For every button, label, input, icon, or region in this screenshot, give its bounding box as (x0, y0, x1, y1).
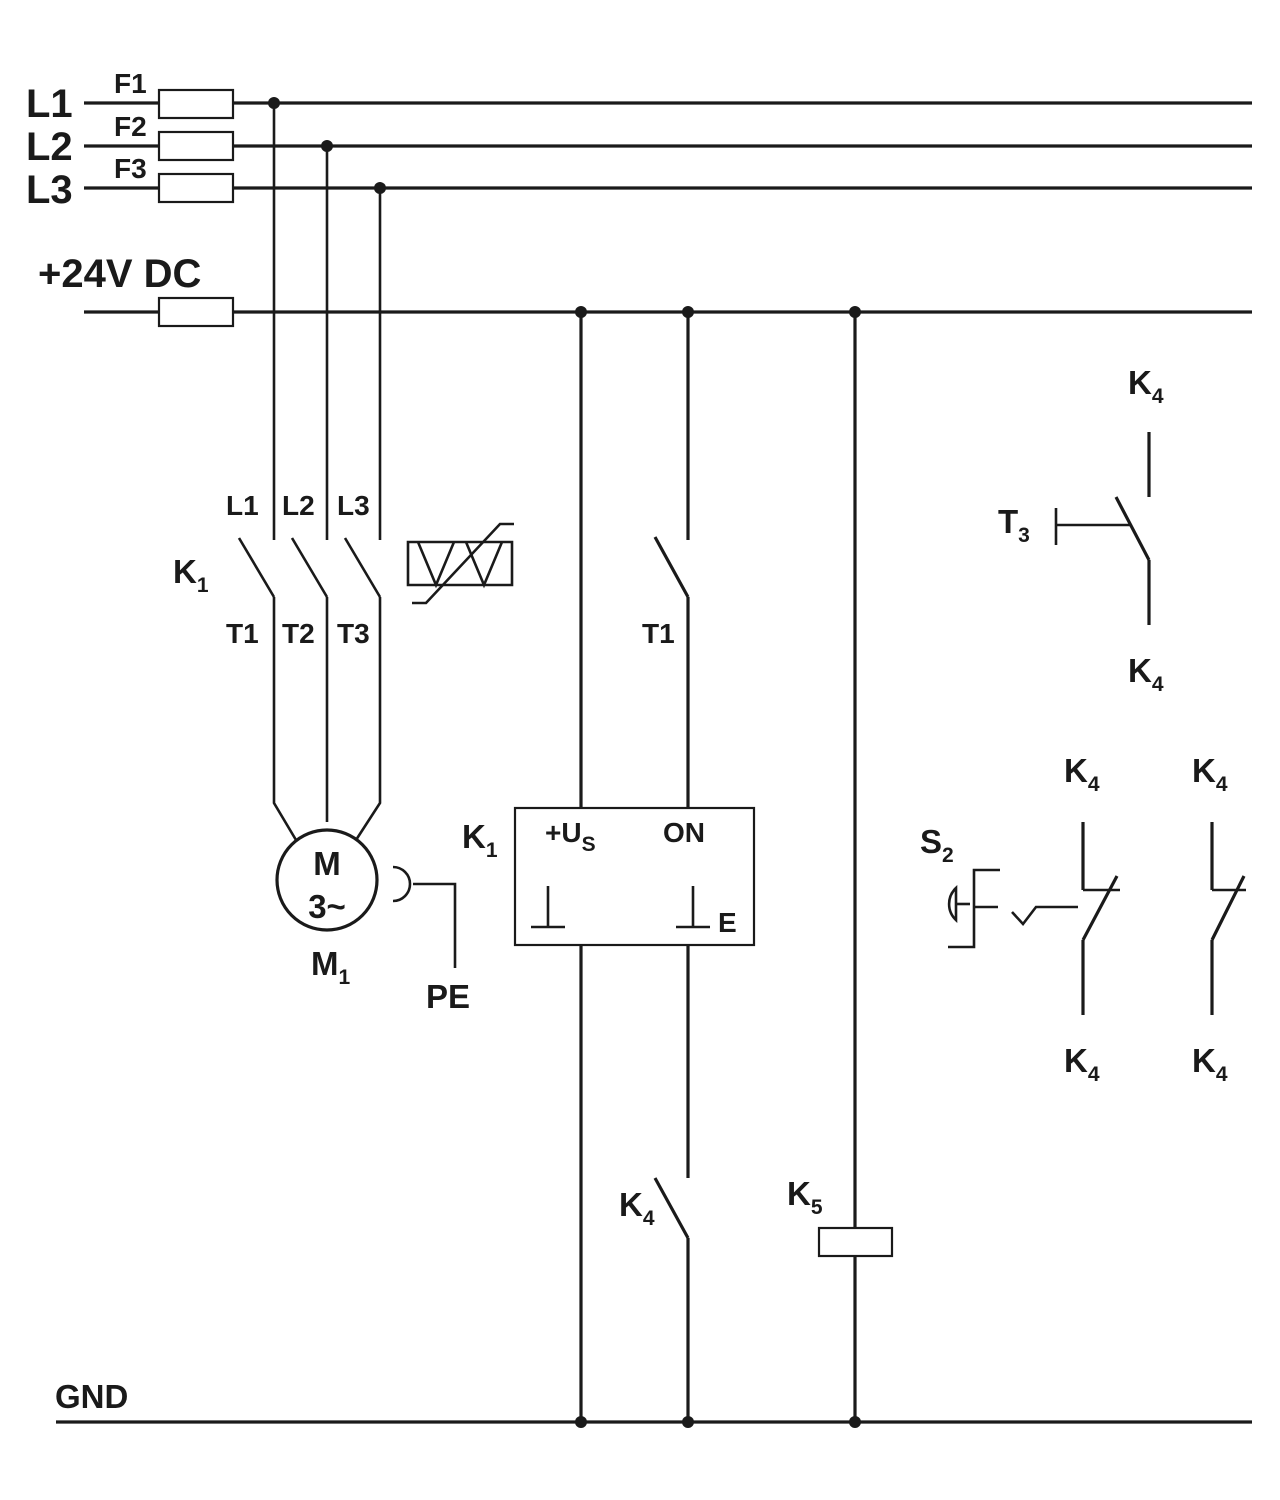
ground-symbol-icon (531, 886, 565, 929)
k1-out-t3: T3 (337, 618, 370, 649)
fuse-f2 (157, 130, 235, 162)
k4-contact-label: K4 (619, 1186, 655, 1230)
t3-top-k4: K4 (1128, 364, 1164, 408)
enable-ground-symbol-icon (676, 886, 710, 929)
t1-switch-label: T1 (642, 618, 675, 649)
motor-circle (275, 828, 379, 932)
supply-rails (56, 101, 1252, 1424)
fuse-24v (157, 296, 235, 328)
k5-coil (817, 1226, 894, 1258)
t3-bottom-k4: K4 (1128, 652, 1164, 696)
fuse-f1 (157, 88, 235, 120)
mushroom-head-icon (947, 884, 958, 924)
k1-contact-1 (237, 537, 276, 598)
controller-label: K1 (462, 818, 498, 862)
t3-push-button (1054, 432, 1151, 625)
s2-label: S2 (920, 823, 954, 867)
k1-in-l3: L3 (337, 490, 370, 521)
label-gnd: GND (55, 1378, 128, 1415)
s2-emergency-stop (947, 822, 1246, 1015)
label-l1: L1 (26, 82, 73, 126)
controller-us: +US (545, 817, 596, 856)
k1-contactor-label: K1 (173, 553, 209, 597)
s2-b-top-k4: K4 (1192, 752, 1228, 796)
k1-out-t2: T2 (282, 618, 315, 649)
motor-label: M1 (311, 945, 351, 989)
s2-a-bottom-k4: K4 (1064, 1042, 1100, 1086)
k5-coil-label: K5 (787, 1175, 823, 1219)
fuse-f3 (157, 172, 235, 204)
fuses (157, 88, 235, 328)
pe-label: PE (426, 978, 470, 1015)
motor-m1: M 3~ (275, 828, 457, 968)
label-f1: F1 (114, 68, 147, 99)
label-l2: L2 (26, 125, 73, 169)
t1-switch-blade (653, 536, 690, 598)
k1-out-t1: T1 (226, 618, 259, 649)
k1-in-l2: L2 (282, 490, 315, 521)
controller-on: ON (663, 817, 705, 848)
s2-b-bottom-k4: K4 (1192, 1042, 1228, 1086)
controller-e: E (718, 907, 737, 938)
s2-a-top-k4: K4 (1064, 752, 1100, 796)
junction-dots (268, 97, 861, 1428)
k1-contact-3 (343, 537, 382, 598)
label-f3: F3 (114, 153, 147, 184)
label-f2: F2 (114, 111, 147, 142)
t3-label: T3 (998, 503, 1030, 547)
label-l3: L3 (26, 168, 73, 212)
motor-phase: 3~ (308, 888, 346, 925)
controller-box (513, 806, 756, 947)
phase-drops (237, 103, 382, 841)
k1-contact-2 (290, 537, 329, 598)
motor-symbol: M (313, 845, 341, 882)
pe-terminal-icon (392, 865, 412, 903)
k1-in-l1: L1 (226, 490, 259, 521)
varistor-icon (406, 522, 514, 605)
k4-contact-blade (653, 1177, 690, 1239)
label-24v-dc: +24V DC (38, 252, 201, 296)
